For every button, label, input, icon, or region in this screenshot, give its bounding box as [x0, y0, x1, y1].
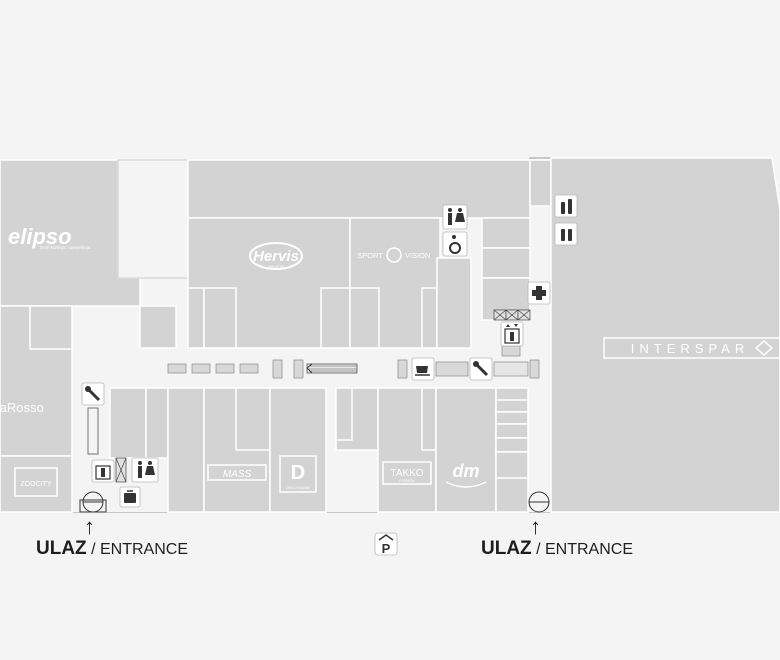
mass-logo-text: MASS — [223, 469, 252, 480]
store-unit[interactable] — [145, 387, 169, 459]
kiosk[interactable] — [191, 363, 211, 374]
cosmetics-icon — [554, 194, 578, 218]
escalator-icon — [306, 363, 358, 374]
kiosk[interactable] — [501, 345, 521, 357]
elevator-icon — [500, 321, 524, 347]
rosso-logo-text: taRosso — [0, 400, 44, 415]
atm-icon — [119, 486, 141, 508]
store-unit[interactable] — [421, 287, 438, 349]
store-unit[interactable] — [349, 287, 380, 349]
cafe-icon — [411, 357, 435, 381]
toilets-icon — [131, 457, 159, 483]
store-unit[interactable] — [139, 305, 177, 349]
store-unit[interactable] — [320, 287, 351, 349]
interspar-logo: INTERSPAR — [603, 337, 780, 359]
repair-icon — [469, 357, 493, 381]
entrance-label-rest: / ENTRANCE — [86, 541, 188, 558]
kiosk[interactable] — [397, 359, 408, 379]
entrance-label-right[interactable]: ULAZ / ENTRANCE — [481, 538, 633, 560]
store-unit[interactable] — [436, 257, 472, 349]
storage-marker — [115, 309, 531, 483]
entrance-label-bold: ULAZ — [36, 538, 87, 559]
kiosk[interactable] — [167, 363, 187, 374]
deichmann-logo-letter: D — [291, 462, 305, 484]
elevator-icon — [91, 459, 115, 483]
kiosk[interactable] — [239, 363, 259, 374]
store-unit[interactable] — [203, 287, 237, 349]
store-unit[interactable] — [421, 387, 437, 451]
store-unit — [117, 159, 189, 279]
store-unit[interactable] — [495, 423, 529, 439]
store-deichmann[interactable] — [269, 387, 327, 513]
entrance-label-bold: ULAZ — [481, 538, 532, 559]
takko-logo: TAKKO FASHION — [382, 461, 432, 485]
zoocity-logo-text: ZOOCITY — [20, 481, 51, 488]
store-interspar[interactable] — [550, 157, 780, 513]
sport-vision-left: SPORT — [357, 251, 383, 260]
pharmacy-bottles-icon — [554, 222, 578, 246]
kiosk[interactable] — [215, 363, 235, 374]
zoocity-logo: ZOOCITY — [14, 467, 58, 497]
store-unit[interactable] — [235, 387, 271, 451]
disabled-toilet-icon — [442, 231, 468, 257]
kiosk[interactable] — [272, 359, 283, 379]
takko-logo-sub: FASHION — [399, 479, 415, 483]
parking-icon[interactable]: P — [374, 532, 398, 556]
store-unit[interactable] — [529, 159, 552, 207]
hervis-logo: Hervis SPORTS — [249, 242, 303, 270]
dm-logo-text: dm — [453, 461, 480, 481]
hervis-logo-text: Hervis — [253, 248, 299, 265]
repair-icon — [81, 382, 105, 406]
store-unit[interactable] — [335, 387, 353, 441]
store-dm[interactable] — [435, 387, 497, 513]
hervis-logo-sub: SPORTS — [268, 264, 285, 269]
store-unit[interactable] — [495, 411, 529, 425]
kiosk[interactable] — [293, 359, 304, 379]
deichmann-logo-text: DEICHMANN — [286, 485, 310, 490]
entrance-door-left[interactable] — [79, 491, 107, 513]
store-unit[interactable] — [481, 247, 531, 279]
takko-logo-text: TAKKO — [390, 468, 423, 479]
kiosk[interactable] — [493, 361, 529, 377]
store-unit[interactable] — [481, 217, 531, 249]
parking-symbol: P — [382, 541, 391, 556]
store-unit[interactable] — [495, 399, 529, 413]
interspar-logo-text: INTERSPAR — [631, 341, 749, 356]
kiosk[interactable] — [529, 359, 540, 379]
entrance-arrow-right: ↑ — [530, 514, 541, 539]
store-unit[interactable] — [187, 287, 205, 349]
sport-vision-logo: SPORT VISION — [357, 247, 430, 263]
store-unit[interactable] — [495, 437, 529, 453]
store-unit[interactable] — [167, 387, 205, 513]
kiosk[interactable] — [87, 407, 99, 455]
deichmann-logo: D DEICHMANN — [279, 455, 317, 493]
entrance-label-rest: / ENTRANCE — [531, 541, 633, 558]
elipso-logo: elipso Dom kuhinja i namještaja — [8, 224, 91, 250]
pharmacy-icon — [527, 281, 551, 305]
mass-logo: MASS — [207, 464, 267, 481]
store-unit[interactable] — [29, 305, 73, 350]
entrance-door-right[interactable] — [528, 491, 550, 513]
store-zoocity[interactable] — [0, 455, 73, 513]
kiosk[interactable] — [435, 361, 469, 377]
store-unit[interactable] — [109, 387, 147, 459]
sport-vision-right: VISION — [405, 251, 430, 260]
elipso-tagline: Dom kuhinja i namještaja — [40, 245, 91, 250]
entrance-arrow-left: ↑ — [84, 514, 95, 539]
elipso-logo-text: elipso — [8, 224, 72, 249]
toilets-icon — [442, 204, 468, 230]
dm-logo: dm — [445, 461, 487, 488]
entrance-label-left[interactable]: ULAZ / ENTRANCE — [36, 538, 188, 560]
store-upper-strip[interactable] — [187, 159, 531, 219]
store-unit[interactable] — [495, 451, 529, 479]
